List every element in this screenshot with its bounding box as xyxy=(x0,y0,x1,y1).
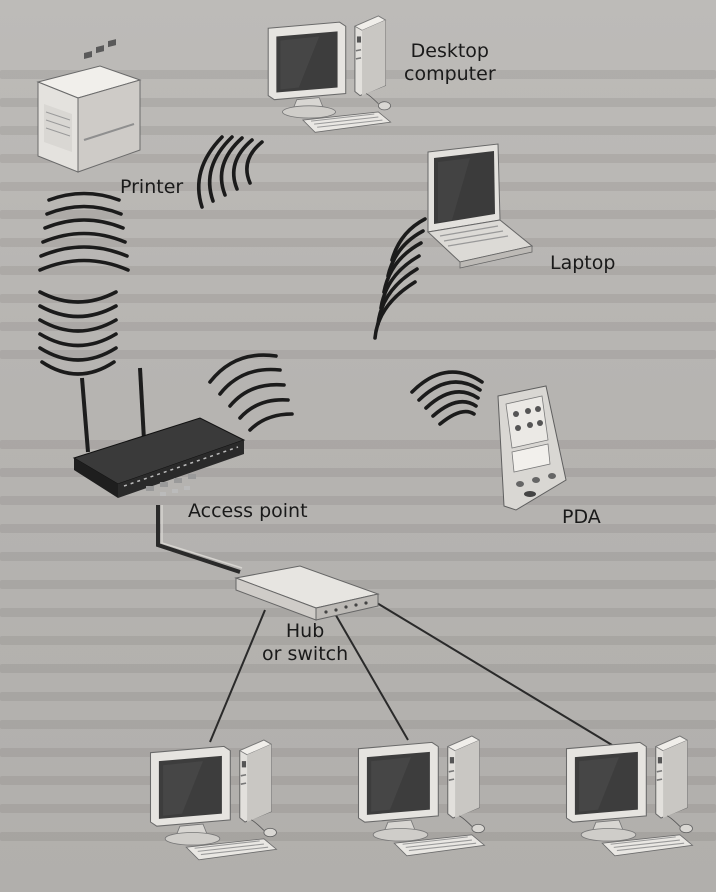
background-text-line xyxy=(0,182,716,191)
background-text-line xyxy=(0,496,716,505)
desktop-signal-waves xyxy=(197,135,264,209)
desktop-computer-label: Desktop computer xyxy=(404,40,496,85)
background-text-line xyxy=(0,210,716,219)
background-text-line xyxy=(0,664,716,673)
laptop-label: Laptop xyxy=(550,252,616,274)
laptop-device xyxy=(426,143,534,269)
background-text-line xyxy=(0,832,716,841)
background-text-line xyxy=(0,322,716,331)
background-text-line xyxy=(0,350,716,359)
access-point-device xyxy=(72,367,246,498)
wired-computer-2 xyxy=(357,735,486,857)
wired-computer-3 xyxy=(565,735,694,857)
background-text-line xyxy=(0,154,716,163)
background-text-line xyxy=(0,294,716,303)
background-text-line xyxy=(0,552,716,561)
desktop-computer-device xyxy=(267,15,392,134)
access-point-signal-waves xyxy=(208,353,294,432)
access-point-label: Access point xyxy=(188,500,308,522)
background-text-line xyxy=(0,692,716,701)
wired-computer-1 xyxy=(149,739,278,861)
background-text-line xyxy=(0,238,716,247)
printer-label: Printer xyxy=(120,176,184,198)
background-text-line xyxy=(0,524,716,533)
background-text-line xyxy=(0,608,716,617)
background-text-line xyxy=(0,126,716,135)
background-text-line xyxy=(0,580,716,589)
printer-signal-waves xyxy=(38,191,130,376)
background-text-line xyxy=(0,720,716,729)
pda-signal-waves xyxy=(410,370,484,426)
pda-label: PDA xyxy=(562,506,601,528)
background-text-line xyxy=(0,440,716,449)
background-text-line xyxy=(0,468,716,477)
hub-switch-label: Hub or switch xyxy=(262,620,349,665)
network-cables xyxy=(156,505,613,746)
background-text-line xyxy=(0,636,716,645)
pda-device xyxy=(497,385,567,511)
laptop-signal-waves xyxy=(373,217,427,340)
printer-device xyxy=(36,39,142,173)
hub-switch-device xyxy=(234,565,380,621)
background-text-line xyxy=(0,266,716,275)
background-text-line xyxy=(0,98,716,107)
